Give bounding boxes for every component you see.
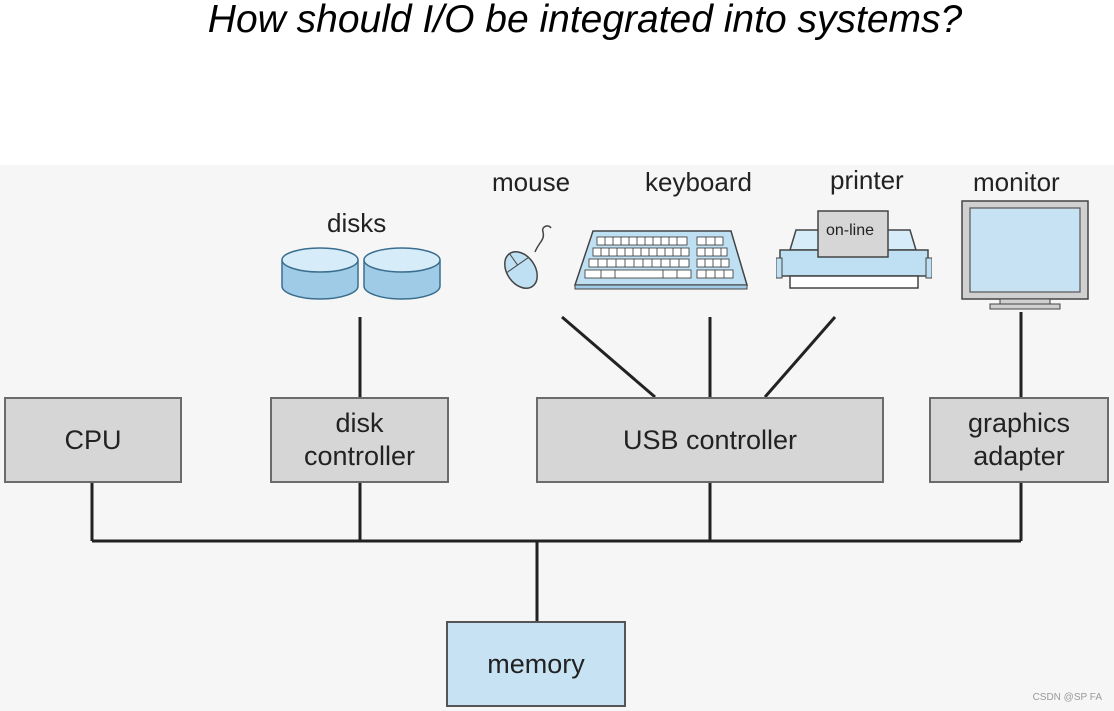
printer-status-label: on-line xyxy=(826,222,875,239)
disks-label: disks xyxy=(327,208,387,238)
graphics-adapter-label-line1: graphics xyxy=(967,408,1071,438)
graphics-adapter-label-line2: adapter xyxy=(973,441,1065,471)
keyboard-icon xyxy=(573,230,749,290)
graphics-adapter-box: graphics adapter xyxy=(929,397,1109,483)
watermark: CSDN @SP FA xyxy=(1032,692,1102,703)
keyboard-label: keyboard xyxy=(645,167,752,197)
usb-controller-box: USB controller xyxy=(536,397,884,483)
slide-title: How should I/O be integrated into system… xyxy=(207,0,963,41)
printer-icon xyxy=(776,210,932,289)
cpu-box: CPU xyxy=(4,397,182,483)
disk-controller-label-line1: disk xyxy=(335,408,384,438)
printer-label: printer xyxy=(830,165,904,195)
cpu-label: CPU xyxy=(64,424,122,455)
monitor-label: monitor xyxy=(973,167,1060,197)
memory-box: memory xyxy=(446,621,626,707)
monitor-icon xyxy=(961,200,1089,310)
memory-label: memory xyxy=(487,648,585,679)
usb-controller-label: USB controller xyxy=(622,424,798,455)
disk-controller-box: disk controller xyxy=(270,397,449,483)
mouse-icon xyxy=(504,225,552,289)
disks-icon xyxy=(281,247,441,300)
mouse-label: mouse xyxy=(492,167,571,197)
disk-controller-label-line2: controller xyxy=(303,441,416,471)
